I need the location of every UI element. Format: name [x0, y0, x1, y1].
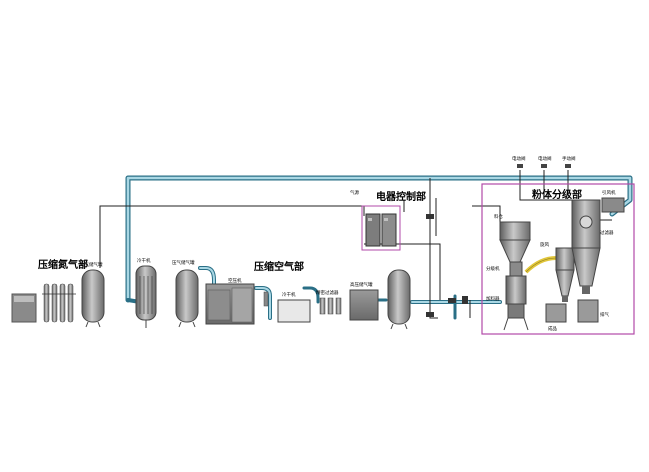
powder-frame: [481, 183, 635, 335]
cabinet-icon: [365, 213, 397, 247]
label-top-valve-1: 电动阀: [512, 155, 526, 162]
label-feeder: 加料器: [486, 295, 500, 302]
label-high-pressure: 高压储气罐: [350, 281, 373, 288]
product-bins: 成品 排气: [545, 299, 609, 332]
label-compressor: 空压机: [228, 277, 242, 284]
label-top-valve-3: 手动阀: [562, 155, 576, 162]
high-pressure-unit: 高压储气罐: [349, 281, 379, 321]
air-section: 冷干机 压气储气罐 空压机 压缩空气部 冷干机 精密过滤器: [135, 257, 411, 330]
nitrogen-section: 压缩氮气部 氮气储气罐: [11, 258, 105, 328]
electrical-section: 电器控制部 气源: [350, 189, 426, 251]
label-nitrogen-tank: 氮气储气罐: [80, 261, 103, 268]
label-top-valve-2: 电动阀: [538, 155, 552, 162]
label-bag-filter: 过滤器: [600, 229, 614, 236]
classifier: 分级机 加料器: [486, 261, 529, 331]
bag-filter: 过滤器: [571, 199, 614, 294]
cyclone-icon: 旋风: [540, 241, 575, 302]
tank-icon: [387, 269, 411, 330]
label-cyclone: 旋风: [540, 241, 549, 248]
label-cooler: 冷干机: [137, 257, 151, 264]
precision-filter: 精密过滤器: [316, 289, 342, 315]
label-air-section: 压缩空气部: [254, 260, 304, 273]
valve-icon: [426, 214, 468, 317]
cooler-unit: [135, 265, 157, 328]
label-cold-dryer: 冷干机: [282, 291, 296, 298]
label-powder-section: 粉体分级部: [532, 188, 582, 201]
fan: 引风机: [601, 189, 625, 213]
label-precision-filter: 精密过滤器: [316, 289, 339, 296]
label-product: 成品: [548, 325, 557, 332]
compressor-unit: 空压机: [205, 277, 255, 325]
powder-section: 粉体分级部 电动阀 电动阀 手动阀 料仓 分级机 加料器: [481, 155, 635, 335]
label-fan: 引风机: [602, 189, 616, 196]
transfer-duct: [524, 256, 560, 274]
feed-bin: 料仓: [494, 213, 531, 263]
label-exhaust: 排气: [600, 311, 609, 318]
label-feed-bin: 料仓: [494, 213, 503, 220]
electrical-frame: [361, 205, 401, 251]
nitrogen-cylinders: [42, 283, 76, 323]
label-electrical-section: 电器控制部: [376, 190, 426, 203]
signal-lines: [99, 170, 612, 319]
label-air-tank: 压气储气罐: [172, 259, 195, 266]
label-gas-source: 气源: [350, 189, 359, 196]
label-nitrogen-section: 压缩氮气部: [38, 258, 88, 271]
label-classifier: 分级机: [486, 265, 500, 272]
valve-icon: [517, 164, 571, 168]
tank-icon: [175, 269, 199, 328]
tank-icon: [81, 269, 105, 328]
cold-dryer-unit: 冷干机: [277, 291, 311, 323]
